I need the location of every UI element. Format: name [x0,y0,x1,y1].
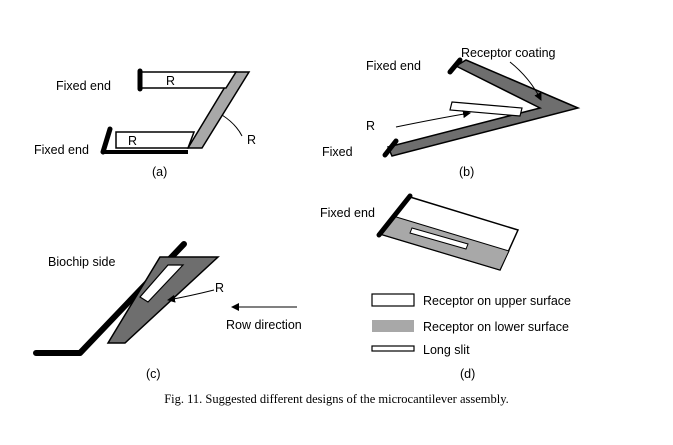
legend-slit-label: Long slit [423,343,470,357]
legend: Receptor on upper surface Receptor on lo… [371,293,571,357]
panel-d-long-slit [409,227,469,250]
panel-a-tag: (a) [152,165,167,179]
panel-b-receptor-coating-leader [509,61,542,101]
panel-a-top-bar [139,71,238,89]
legend-lower-swatch [372,320,414,332]
panel-d-tag: (d) [460,367,475,381]
figure-caption: Fig. 11. Suggested different designs of … [164,392,509,406]
panel-d: Fixed end (d) [320,193,520,381]
legend-upper-swatch [371,293,415,307]
panel-c-biochip-side-label: Biochip side [48,255,115,269]
panel-b: Fixed end Fixed Receptor coating R (b) [322,46,581,179]
panel-c-r-label: R [215,281,224,295]
panel-b-fixed-end-anchor [447,57,463,75]
panel-c-slot [139,264,185,303]
legend-lower-label: Receptor on lower surface [423,320,569,334]
panel-a-r-leader [221,114,243,137]
panel-c-r-leader [167,289,215,303]
panel-a-bottom-bar [115,131,196,149]
panel-b-r-strip [449,101,523,117]
panel-a-r-bottom-label: R [128,134,137,148]
panel-c: Biochip side R Row direction (c) [33,241,302,381]
legend-slit-swatch [371,345,415,352]
panel-b-tag: (b) [459,165,474,179]
panel-a: Fixed end Fixed end R R R (a) [34,68,256,179]
panel-a-fixed-end-bottom-anchor [100,126,113,155]
panel-c-cantilever [106,256,220,344]
panel-a-fixed-end-bottom-label: Fixed end [34,143,89,157]
panel-a-r-diagonal-label: R [247,133,256,147]
panel-b-r-leader [395,110,471,128]
panel-b-receptor-coating-label: Receptor coating [461,46,556,60]
panel-d-fixed-end-anchor [376,193,413,238]
panel-b-fixed-end-label: Fixed end [366,59,421,73]
legend-upper-label: Receptor on upper surface [423,294,571,308]
panel-a-r-top-label: R [166,74,175,88]
panel-b-v-cantilever [386,59,581,157]
panel-c-row-direction-label: Row direction [226,318,302,332]
panel-a-diagonal-arm [186,71,251,149]
panel-a-fixed-end-top-label: Fixed end [56,79,111,93]
panel-c-tag: (c) [146,367,161,381]
panel-b-fixed-label: Fixed [322,145,353,159]
panel-d-fixed-end-label: Fixed end [320,206,375,220]
panel-b-r-label: R [366,119,375,133]
panel-b-fixed-anchor [382,138,399,158]
